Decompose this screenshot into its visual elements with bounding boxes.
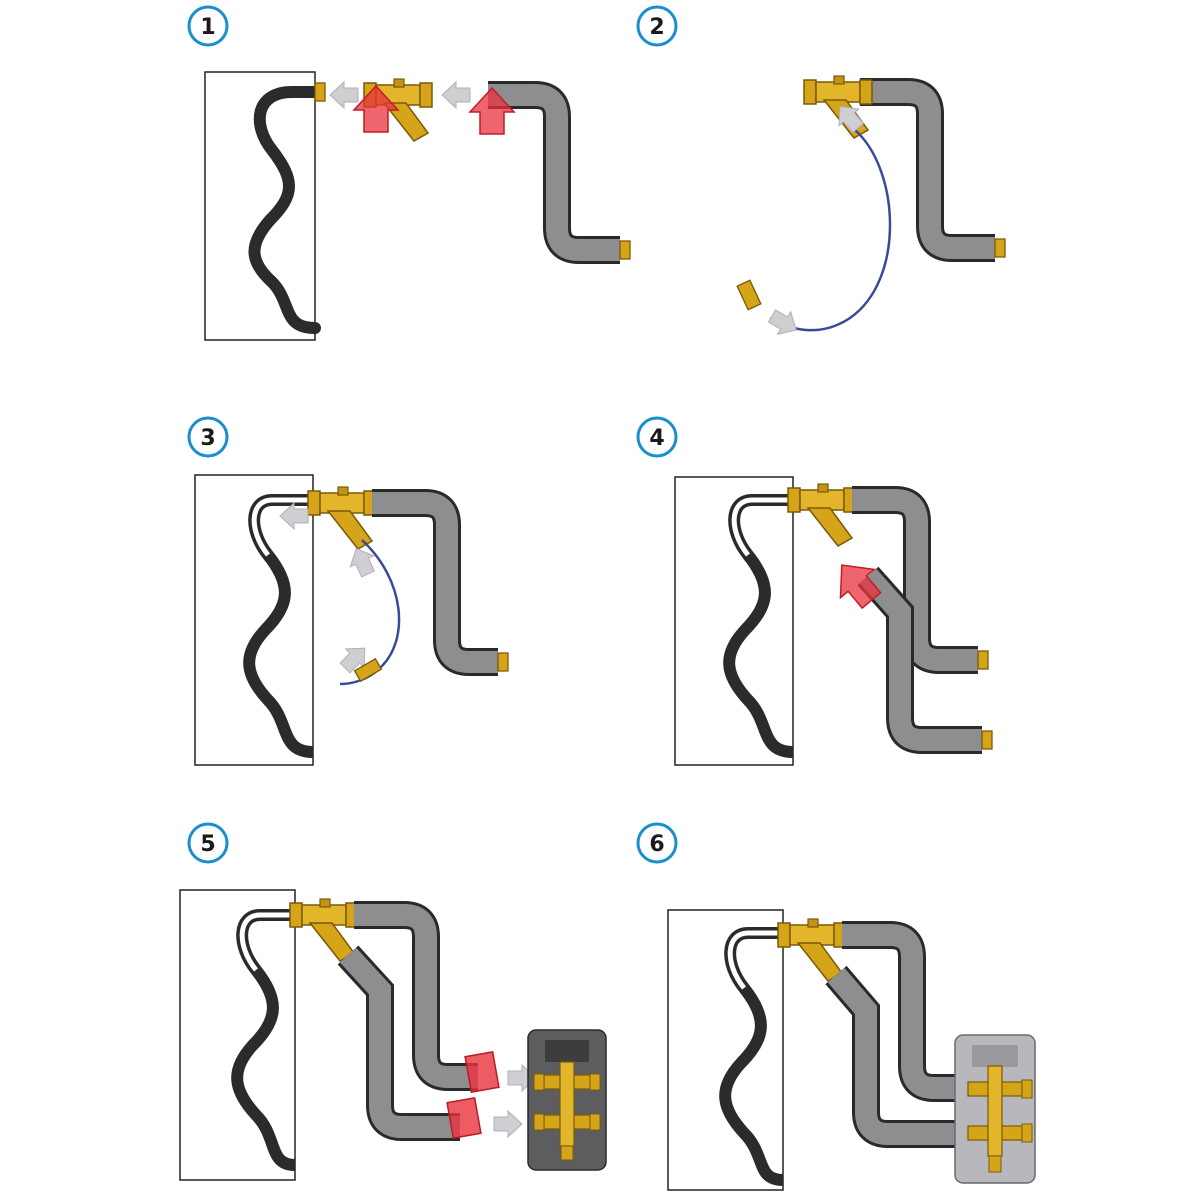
step-number-5: 5 bbox=[200, 832, 215, 857]
flow-arrow-1a bbox=[329, 81, 359, 109]
pipe-end-cap-3 bbox=[497, 652, 509, 672]
hose-adapter-2 bbox=[736, 279, 762, 311]
step-2: 2 bbox=[636, 5, 1006, 342]
step-number-2: 2 bbox=[649, 15, 664, 40]
manifold-6 bbox=[954, 1034, 1036, 1184]
brass-fitting-1 bbox=[314, 82, 326, 102]
step-1: 1 bbox=[187, 5, 631, 341]
step-4: 4 bbox=[636, 416, 993, 766]
pipe-end-cap-2 bbox=[994, 238, 1006, 258]
y-valve-5 bbox=[289, 898, 359, 962]
y-valve-2 bbox=[803, 75, 873, 139]
step-badge-4: 4 bbox=[636, 416, 678, 458]
step-badge-2: 2 bbox=[636, 5, 678, 47]
step-6: 6 bbox=[636, 822, 1036, 1191]
step-badge-5: 5 bbox=[187, 822, 229, 864]
y-valve-4 bbox=[787, 483, 857, 547]
step-3: 3 bbox=[187, 416, 509, 766]
step-number-3: 3 bbox=[200, 426, 215, 451]
pipe-end-cap-1 bbox=[619, 240, 631, 260]
floor-hose-1 bbox=[248, 86, 321, 334]
step-5: 5 bbox=[179, 822, 607, 1181]
red-connector-5a bbox=[464, 1050, 500, 1094]
step-number-1: 1 bbox=[200, 15, 215, 40]
manifold-5 bbox=[527, 1029, 607, 1171]
pipe-end-cap-4a bbox=[977, 650, 989, 670]
flush-hose-2 bbox=[769, 129, 892, 332]
pipe-end-cap-4b bbox=[981, 730, 993, 750]
step-badge-1: 1 bbox=[187, 5, 229, 47]
flow-arrow-3b bbox=[343, 542, 381, 580]
step-badge-3: 3 bbox=[187, 416, 229, 458]
step-badge-6: 6 bbox=[636, 822, 678, 864]
flush-hose-3 bbox=[339, 539, 401, 686]
step-number-4: 4 bbox=[649, 426, 664, 451]
flow-arrow-1b bbox=[441, 81, 471, 109]
hose-adapter-3 bbox=[353, 657, 383, 683]
flow-arrow-5b bbox=[493, 1110, 523, 1138]
y-valve-3 bbox=[307, 486, 377, 550]
y-valve-6 bbox=[777, 918, 847, 982]
red-connector-5b bbox=[446, 1096, 482, 1140]
step-number-6: 6 bbox=[649, 832, 664, 857]
flow-arrow-2b bbox=[765, 304, 804, 342]
